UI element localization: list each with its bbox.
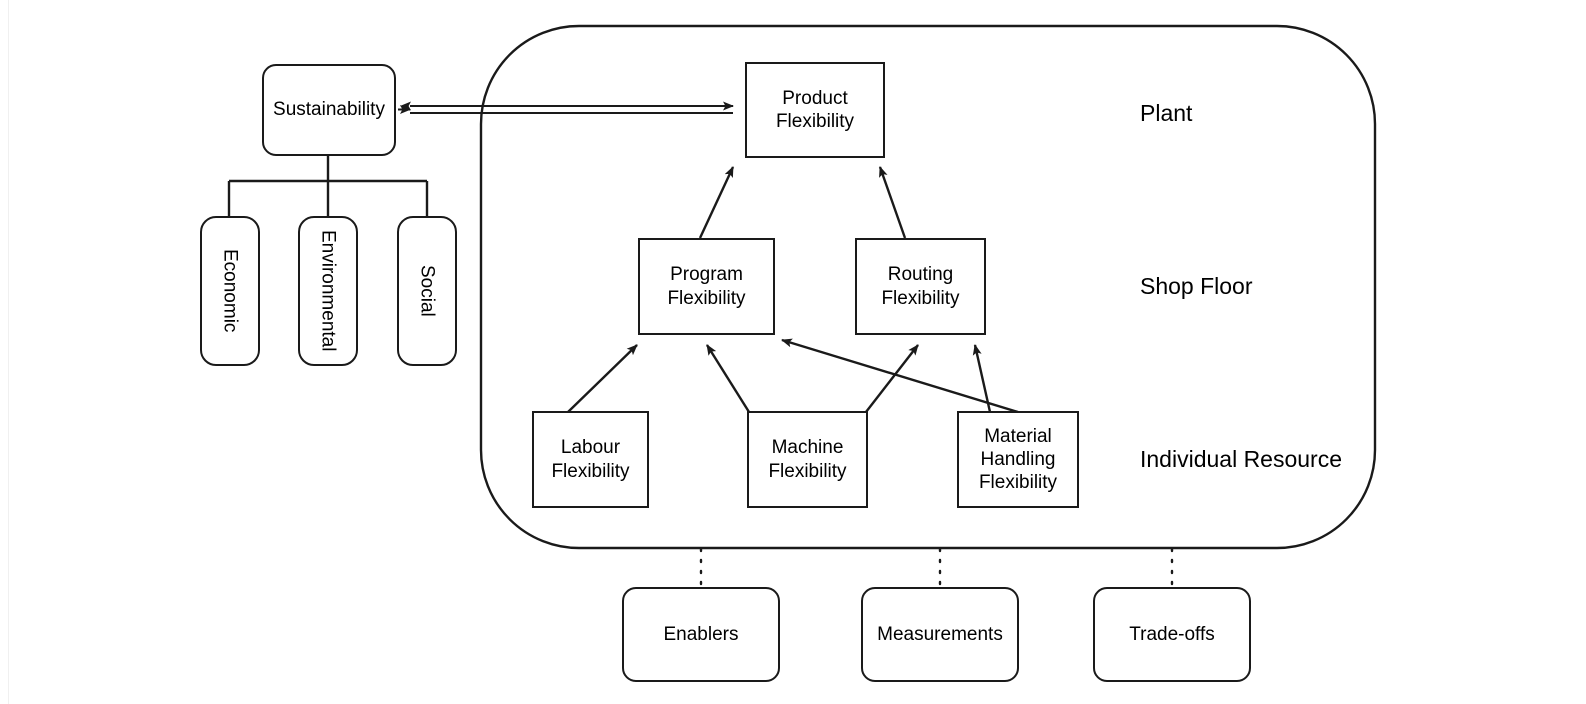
tier-label-shop-floor: Shop Floor xyxy=(1140,273,1253,299)
node-program-flexibility[interactable]: Program Flexibility xyxy=(638,238,775,335)
node-aspect-enablers[interactable]: Enablers xyxy=(622,587,780,682)
node-aspect-measurements[interactable]: Measurements xyxy=(861,587,1019,682)
node-routing-flexibility[interactable]: Routing Flexibility xyxy=(855,238,986,335)
tier-label-plant: Plant xyxy=(1140,100,1193,126)
machine-to-routing-arrow xyxy=(865,344,919,413)
program-to-product-arrow xyxy=(698,166,735,239)
node-sustainability[interactable]: Sustainability xyxy=(262,64,396,156)
labour-to-program-arrow xyxy=(567,344,638,413)
routing-to-product-arrow xyxy=(878,166,907,239)
node-pillar-economic[interactable]: Economic xyxy=(200,216,260,366)
material-handling-to-program-arrow xyxy=(781,338,1019,414)
node-aspect-trade-offs[interactable]: Trade-offs xyxy=(1093,587,1251,682)
node-material-handling-flexibility[interactable]: Material Handling Flexibility xyxy=(957,411,1079,508)
node-pillar-social[interactable]: Social xyxy=(397,216,457,366)
node-labour-flexibility[interactable]: Labour Flexibility xyxy=(532,411,649,508)
page-edge-line xyxy=(8,0,9,704)
material-handling-to-routing-arrow xyxy=(972,344,992,413)
node-machine-flexibility[interactable]: Machine Flexibility xyxy=(747,411,868,508)
tier-label-individual-resource: Individual Resource xyxy=(1140,446,1343,472)
machine-to-program-arrow xyxy=(705,344,751,413)
node-product-flexibility[interactable]: Product Flexibility xyxy=(745,62,885,158)
node-pillar-environmental[interactable]: Environmental xyxy=(298,216,358,366)
